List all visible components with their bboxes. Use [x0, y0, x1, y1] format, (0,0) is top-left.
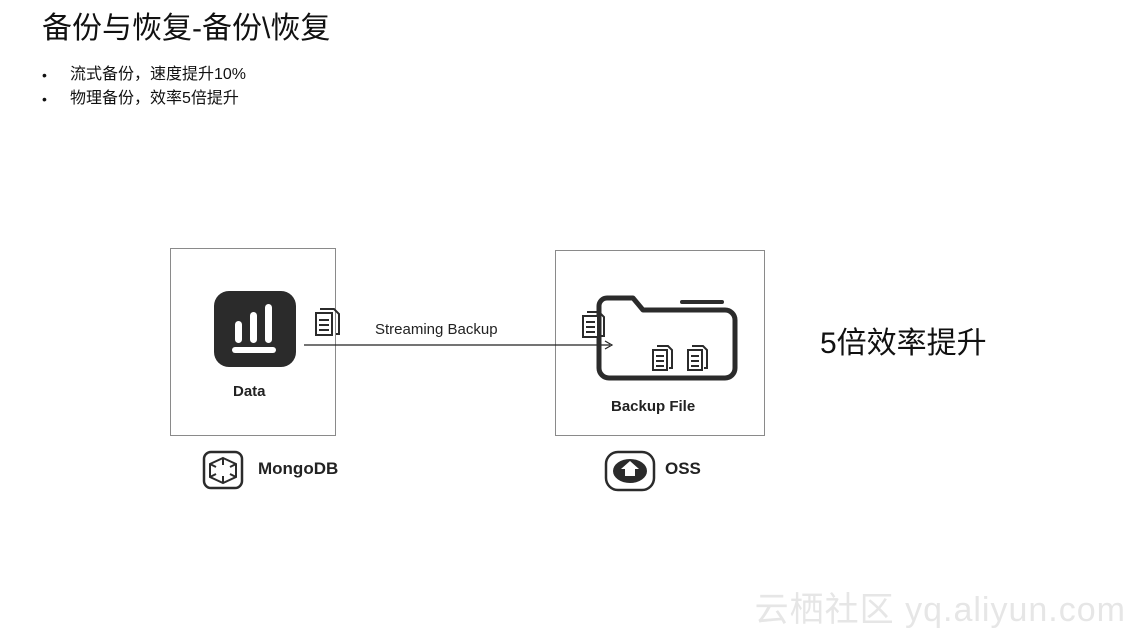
bullet-item-physical: 物理备份，效率5倍提升 [40, 87, 246, 111]
oss-label: OSS [665, 459, 701, 478]
efficiency-highlight: 5倍效率提升 [820, 327, 987, 360]
bullet-list: 流式备份，速度提升10% 物理备份，效率5倍提升 [40, 63, 246, 111]
data-box [170, 248, 336, 436]
mongodb-icon [202, 450, 244, 490]
slide-title: 备份与恢复-备份\恢复 [42, 12, 331, 45]
watermark: 云栖社区 yq.aliyun.com [754, 591, 1126, 629]
mongodb-label: MongoDB [258, 459, 339, 478]
bullet-item-streaming: 流式备份，速度提升10% [40, 63, 246, 87]
cloud-upload-icon [604, 450, 656, 492]
streaming-backup-label: Streaming Backup [375, 321, 498, 338]
data-label: Data [233, 383, 266, 400]
backup-file-label: Backup File [611, 398, 696, 415]
